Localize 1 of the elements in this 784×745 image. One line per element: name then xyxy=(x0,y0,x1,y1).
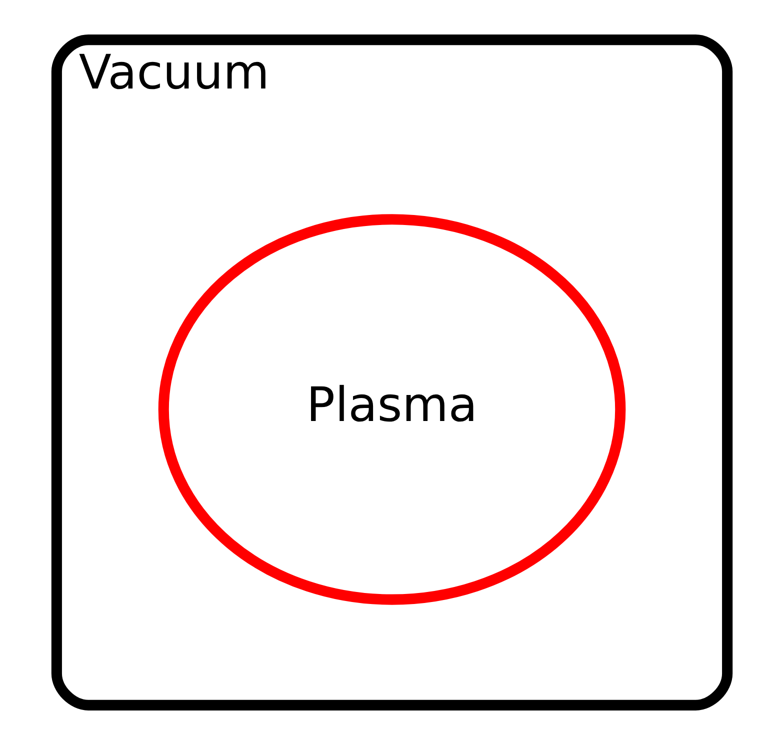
node-ellipse: Plasma xyxy=(158,214,626,605)
